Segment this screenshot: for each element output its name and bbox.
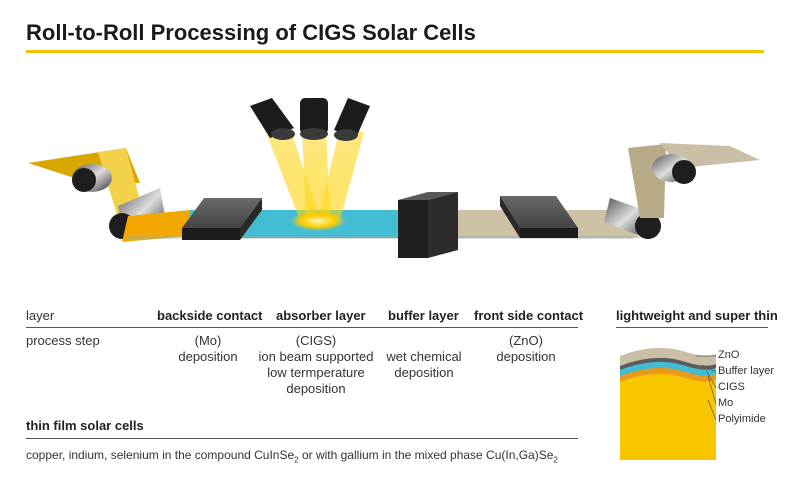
layer-buffer bbox=[620, 355, 716, 370]
title-underline bbox=[26, 50, 764, 53]
table-divider bbox=[26, 327, 578, 328]
stack-label-buffer: Buffer layer bbox=[718, 365, 775, 377]
row-label-layer: layer bbox=[26, 308, 55, 323]
ion-beam-right bbox=[318, 128, 364, 220]
stack-label-zno: ZnO bbox=[718, 349, 740, 361]
col-header-front-side-contact: front side contact bbox=[474, 308, 584, 323]
process-buffer-layer: wet chemical deposition bbox=[386, 349, 462, 380]
layer-stack-diagram bbox=[620, 347, 717, 460]
col-header-buffer-layer: buffer layer bbox=[388, 308, 459, 323]
layer-polyimide bbox=[620, 371, 716, 460]
process-backside-contact: (Mo)deposition bbox=[178, 333, 238, 364]
zno-deposition-block bbox=[500, 196, 578, 238]
thin-film-heading: thin film solar cells bbox=[26, 418, 144, 433]
col-header-backside-contact: backside contact bbox=[157, 308, 263, 323]
stack-label-cigs: CIGS bbox=[718, 381, 745, 393]
buffer-deposition-block bbox=[398, 192, 458, 258]
deposition-glow bbox=[290, 211, 346, 231]
page-title: Roll-to-Roll Processing of CIGS Solar Ce… bbox=[26, 20, 476, 45]
layer-cigs bbox=[620, 359, 716, 376]
ion-source-right bbox=[334, 98, 370, 141]
roll-to-roll-illustration bbox=[28, 98, 760, 258]
stack-label-polyimide: Polyimide bbox=[718, 413, 766, 425]
ion-source-left bbox=[250, 98, 295, 140]
thin-film-divider bbox=[26, 438, 578, 439]
stack-heading: lightweight and super thin bbox=[616, 308, 778, 323]
stack-label-mo: Mo bbox=[718, 397, 734, 409]
process-front-side-contact: (ZnO)deposition bbox=[496, 333, 556, 364]
layer-zno bbox=[620, 347, 716, 366]
belt-edge bbox=[128, 236, 633, 239]
belt-mo bbox=[122, 210, 190, 242]
thin-film-description: copper, indium, selenium in the compound… bbox=[26, 448, 558, 465]
col-header-absorber-layer: absorber layer bbox=[276, 308, 366, 323]
ion-source-center bbox=[300, 98, 328, 140]
mo-deposition-block bbox=[182, 198, 262, 240]
ion-beam-center bbox=[302, 128, 330, 220]
process-absorber-layer: (CIGS)ion beam supported low termperatur… bbox=[258, 333, 374, 396]
stack-divider bbox=[616, 327, 768, 328]
layer-mo bbox=[620, 365, 716, 382]
row-label-process-step: process step bbox=[26, 333, 100, 348]
